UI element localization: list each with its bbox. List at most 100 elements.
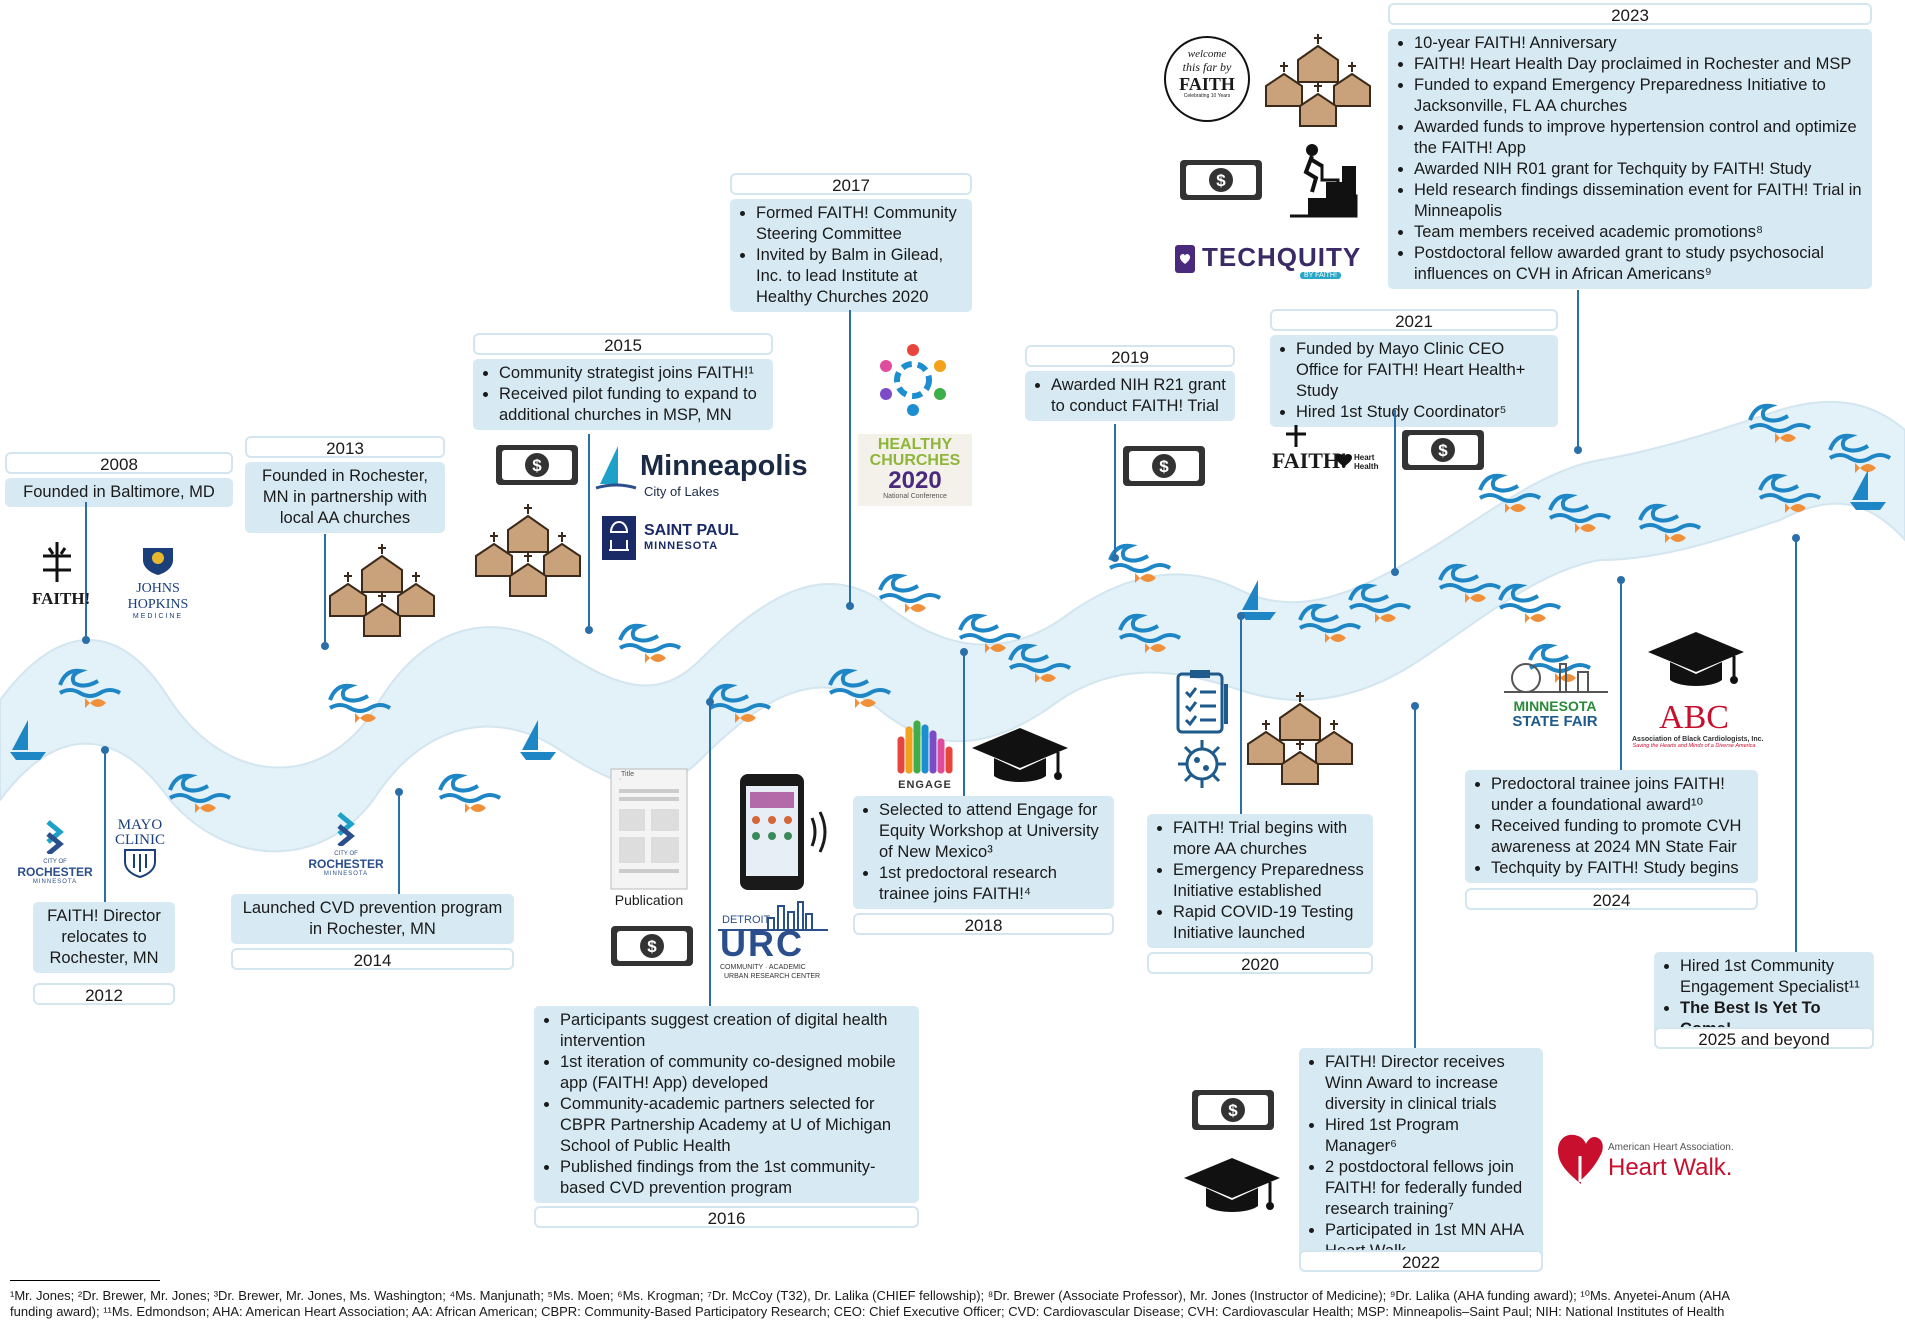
stem-2015 [588,434,590,630]
abc-logo: ABC Association of Black Cardiologists, … [1632,699,1763,760]
abc-tagline: Saving the Hearts and Minds of a Diverse… [1632,743,1756,749]
year-label-2015: 2015 [473,333,773,355]
svg-text:$: $ [532,456,542,475]
milestone-2013: Founded in Rochester, MN in partnership … [245,462,445,533]
stem-dot-2018 [960,648,968,656]
rochester-logo: CITY OF ROCHESTER MINNESOTA [15,820,95,885]
milestone-2019: Awarded NIH R21 grant to conduct FAITH! … [1025,371,1235,421]
year-label-2020: 2020 [1147,952,1373,974]
faith-logo: FAITH! [32,540,91,612]
shield-icon [124,849,156,879]
milestone-2022-item: Hired 1st Program Manager⁶ [1325,1115,1535,1157]
wave-fish-icon [1438,563,1502,603]
stem-2016 [709,702,711,1006]
stem-2025 [1795,538,1797,952]
shield-icon [143,548,173,575]
roch-sub: MINNESOTA [323,871,369,877]
mayo-word: MAYO [117,817,163,833]
stem-2014 [398,792,400,894]
churches-icon [326,540,438,643]
sailboat-icon [10,720,46,760]
faith-hh-text: FAITH! [1272,448,1348,473]
msf-line1: MINNESOTA [1513,698,1597,714]
milestone-2014: Launched CVD prevention program in Roche… [231,894,514,944]
roch-name: ROCHESTER [17,865,93,879]
churches-icon [472,500,584,603]
year-label-2008: 2008 [5,452,233,474]
minneapolis-sub: City of Lakes [644,484,720,499]
wave-fish-icon [1638,503,1702,543]
wave-fish-icon [1748,403,1812,443]
stem-2024 [1620,580,1622,770]
milestone-2024-item: Predoctoral trainee joins FAITH! under a… [1491,774,1750,816]
year-label-2017: 2017 [730,173,972,195]
johns-hopkins-logo: JOHNS HOPKINS MEDICINE [118,546,198,620]
svg-text:·: · [619,776,621,783]
year-label-2014: 2014 [231,948,514,970]
milestone-2018-item: Selected to attend Engage for Equity Wor… [879,800,1106,863]
faith-logo-text: FAITH! [32,589,91,608]
churches-icon [1262,30,1374,133]
stem-2020 [1240,616,1242,814]
year-label-2022: 2022 [1299,1250,1543,1272]
graduation-cap-icon [1182,1156,1282,1223]
money-icon: $ [1400,428,1486,477]
jh-name: JOHNS HOPKINS [127,581,189,612]
heart-icon [1336,454,1352,467]
mayo-clinic-logo: MAYO CLINIC [110,818,170,883]
churches-icon [1244,688,1356,791]
heart-walk-text: Heart Walk. [1608,1154,1733,1181]
year-label-2016: 2016 [534,1206,919,1228]
milestone-2021-item: Funded by Mayo Clinic CEO Office for FAI… [1296,339,1550,402]
stem-2012 [104,750,106,902]
wave-fish-icon [1008,643,1072,683]
stem-2018 [963,652,965,796]
money-icon: $ [1178,158,1264,207]
milestone-2020: FAITH! Trial begins with more AA churche… [1147,814,1373,948]
clinic-word: CLINIC [115,832,165,848]
money-icon: $ [1190,1088,1276,1137]
stem-dot-2021 [1391,568,1399,576]
techquity-logo: TECHQUITY BY FAITH! [1174,240,1364,282]
milestone-2020-item: FAITH! Trial begins with more AA churche… [1173,818,1365,860]
milestone-2023: 10-year FAITH! Anniversary FAITH! Heart … [1388,29,1872,289]
milestone-2016-item: Participants suggest creation of digital… [560,1010,911,1052]
milestone-2017: Formed FAITH! Community Steering Committ… [730,199,972,312]
milestone-2021: Funded by Mayo Clinic CEO Office for FAI… [1270,335,1558,427]
stem-dot-2008 [82,636,90,644]
stem-dot-2013 [321,642,329,650]
wave-fish-icon [1548,493,1612,533]
stem-dot-2019 [1111,554,1119,562]
milestone-2023-item: Funded to expand Emergency Preparedness … [1414,75,1864,117]
techquity-text: TECHQUITY [1202,242,1362,272]
year-label-2019: 2019 [1025,345,1235,367]
wave-fish-icon [1828,433,1892,473]
year-label-2018: 2018 [853,913,1114,935]
graduation-cap-icon [970,726,1070,793]
roch-small: CITY OF [43,859,67,865]
footnote-rule [10,1280,160,1281]
svg-text:$: $ [1216,171,1226,190]
stem-dot-2012 [101,746,109,754]
aha-heart-walk-logo: American Heart Association. Heart Walk. [1556,1124,1756,1188]
techquity-sub: BY FAITH! [1300,272,1341,279]
milestone-2018: Selected to attend Engage for Equity Wor… [853,796,1114,909]
promotion-stairs-icon [1288,140,1358,223]
roch-small: CITY OF [334,851,358,857]
virus-icon [1176,738,1228,795]
hc-line2: CHURCHES [869,452,961,469]
abc-letters: ABC [1659,699,1729,736]
svg-text:$: $ [647,937,657,956]
milestone-2023-item: Awarded NIH R01 grant for Techquity by F… [1414,159,1864,180]
stem-2008 [85,502,87,638]
milestone-2015: Community strategist joins FAITH!¹ Recei… [473,359,773,430]
anniv-line1: welcome [1187,48,1227,60]
year-label-2013: 2013 [245,436,445,458]
rochester-mark-icon [46,820,64,856]
money-icon: $ [609,924,695,973]
mn-state-fair-logo: MINNESOTA STATE FAIR [1494,660,1616,736]
year-label-2012: 2012 [33,983,175,1005]
svg-text:$: $ [1438,441,1448,460]
urc-detroit: DETROIT [722,914,771,926]
roch-sub: MINNESOTA [32,879,78,885]
